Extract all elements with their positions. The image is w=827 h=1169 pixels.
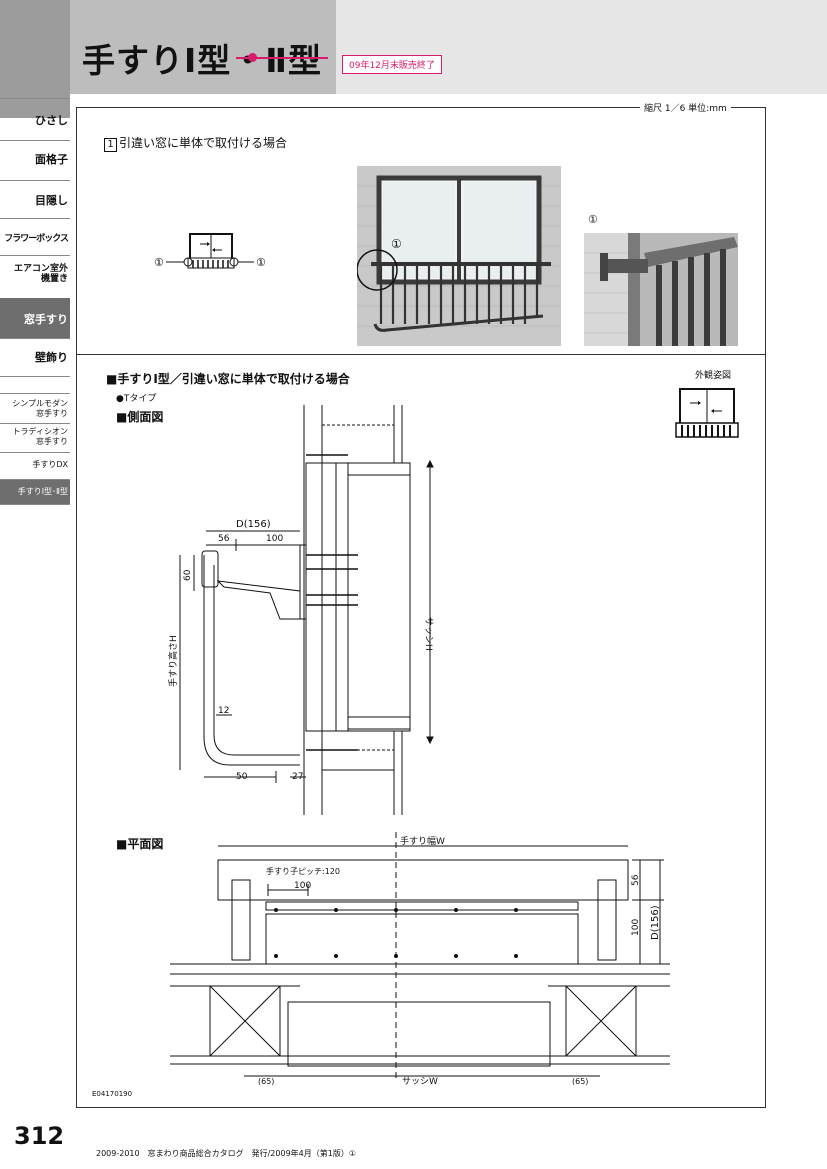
sidebar-active-bg: [0, 298, 70, 338]
dim-65-left: (65): [258, 1077, 274, 1086]
dim-sash-h: サッシH: [423, 617, 434, 651]
sidebar-divider: [0, 140, 70, 141]
sidebar-sub-dx[interactable]: 手すりDX: [32, 460, 68, 469]
dim-100: 100: [266, 534, 283, 544]
dim-sash-w: サッシW: [402, 1076, 438, 1087]
sidebar-divider: [0, 98, 70, 99]
dim-d156: D(156): [236, 519, 271, 530]
dim-12: 12: [218, 706, 229, 716]
header-band-light: [336, 0, 827, 94]
dim-56: 56: [218, 534, 230, 544]
section-divider: [76, 354, 766, 355]
section1-title: 引違い窓に単体で取付ける場合: [119, 136, 288, 150]
sidebar-item-mengoushi[interactable]: 面格子: [35, 153, 68, 166]
side-view-label: ■側面図: [116, 410, 164, 424]
photo-callout-label: ①: [588, 213, 598, 226]
sidebar-item-flower-box[interactable]: フラワーボックス: [4, 234, 69, 244]
header-band: [70, 0, 336, 94]
installation-photo: ①: [357, 166, 561, 346]
section2-title: ■手すりⅠ型／引違い窓に単体で取付ける場合: [106, 372, 350, 386]
dim-handrail-height: 手すり高さH: [167, 635, 179, 687]
section1-number: 1: [104, 138, 117, 152]
scale-label: 縮尺 1／6 単位:mm: [640, 101, 731, 114]
sidebar-item-kabekazari[interactable]: 壁飾り: [35, 351, 68, 364]
plan-view-label: ■平面図: [116, 837, 164, 851]
sidebar-divider: [0, 218, 70, 219]
sidebar-divider: [0, 452, 70, 453]
product-code: E04170190: [92, 1090, 133, 1098]
plan-view-drawing: 手すり幅W 手すり子ピッチ:120 100 56 100 D(156) サッシW…: [170, 832, 670, 1087]
type-label: ●Tタイプ: [116, 394, 157, 404]
sidebar-divider: [0, 423, 70, 424]
dim-pitch: 手すり子ピッチ:120: [266, 866, 340, 876]
title-strike-dot: [248, 53, 257, 62]
sidebar-divider: [0, 479, 70, 480]
discontinued-badge: 09年12月末販売終了: [342, 55, 442, 74]
sidebar-item-mekakushi[interactable]: 目隠し: [35, 194, 68, 207]
sidebar-item-hisashi[interactable]: ひさし: [35, 114, 68, 127]
page-title: 手すりⅠ型・Ⅱ型: [82, 41, 323, 80]
sidebar-divider: [0, 393, 70, 394]
sidebar-sub-active-bg: [0, 480, 70, 504]
sidebar-divider: [0, 504, 70, 505]
svg-text:①: ①: [256, 256, 266, 269]
dim-plan-100v: 100: [631, 919, 641, 936]
dim-27: 27: [292, 772, 303, 782]
sidebar-sub-simple-modern[interactable]: シンプルモダン窓手すり: [12, 399, 68, 418]
appearance-label: 外観姿図: [695, 371, 732, 381]
sidebar-divider: [0, 255, 70, 256]
dim-handrail-w: 手すり幅W: [400, 835, 445, 847]
header-gray-block: [0, 0, 70, 118]
sidebar-sub-type12[interactable]: 手すりⅠ型･Ⅱ型: [17, 487, 68, 496]
sidebar-item-aircon[interactable]: エアコン室外機置き: [13, 264, 68, 284]
svg-text:①: ①: [391, 237, 402, 251]
dim-65-right: (65): [572, 1077, 588, 1086]
sidebar-item-madotesuri[interactable]: 窓手すり: [24, 313, 68, 326]
dim-50: 50: [236, 772, 248, 782]
dim-plan-d: D(156): [650, 905, 661, 940]
page-number: 312: [14, 1122, 65, 1150]
content-frame: [76, 107, 766, 1108]
dim-plan-100: 100: [294, 881, 311, 891]
appearance-diagram: [675, 388, 739, 438]
dim-60: 60: [183, 569, 193, 581]
sidebar-divider: [0, 180, 70, 181]
sidebar-divider: [0, 338, 70, 339]
sidebar-sub-traditional[interactable]: トラディシオン窓手すり: [12, 427, 68, 446]
svg-text:①: ①: [154, 256, 164, 269]
bracket-closeup-photo: [584, 233, 738, 346]
dim-plan-56: 56: [631, 874, 641, 886]
title-strike-line: [236, 57, 328, 59]
footer-text: 2009-2010 窓まわり商品総合カタログ 発行/2009年4月（第1版）①: [96, 1149, 357, 1158]
side-view-drawing: D(156) 56 100 60 手すり高さH サッシH 12 50 27: [167, 405, 434, 815]
sidebar-divider: [0, 376, 70, 377]
